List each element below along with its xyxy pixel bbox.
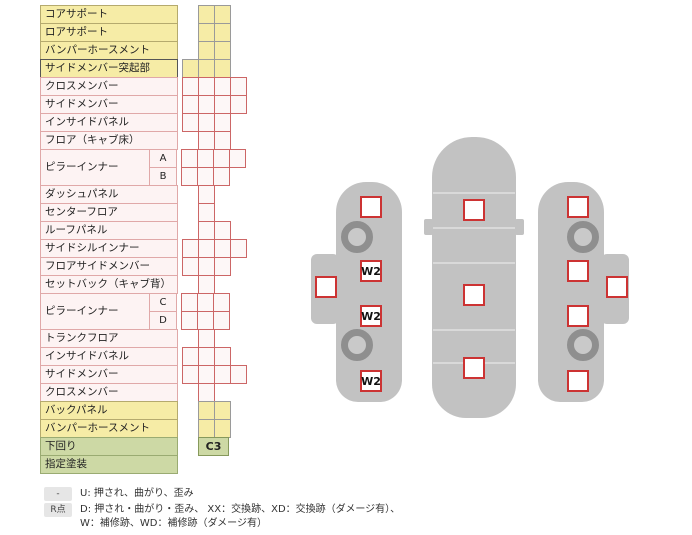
damage-cells <box>181 293 230 312</box>
legend: -U: 押され、曲がり、歪み R点 D: 押され・曲がり・歪み、 XX：交換跡、XD… <box>44 487 412 532</box>
damage-cells <box>182 365 247 384</box>
damage-cells <box>181 311 230 330</box>
damage-cells <box>182 23 231 42</box>
part-label: サイドメンバー <box>40 365 178 384</box>
car-right-side-view <box>538 182 604 402</box>
car-top-section-line <box>433 227 515 229</box>
table-row: ルーフパネル <box>40 221 247 240</box>
check-marker[interactable] <box>360 196 382 218</box>
table-row: ダッシュパネル <box>40 185 247 204</box>
check-marker[interactable] <box>567 305 589 327</box>
damage-cells <box>182 221 231 240</box>
part-label: ダッシュパネル <box>40 185 178 204</box>
car-mirror-left-icon <box>424 219 433 235</box>
table-row: インサイドバネル <box>40 347 247 366</box>
table-row: クロスメンバー <box>40 77 247 96</box>
repair-marker[interactable]: W2 <box>360 305 382 327</box>
part-label: インサイドパネル <box>40 113 178 132</box>
check-marker[interactable] <box>463 284 485 306</box>
part-label: 指定塗装 <box>40 455 178 474</box>
part-label: バンパーホースメント <box>40 41 178 60</box>
car-top-section-line <box>433 329 515 331</box>
table-row: インサイドパネル <box>40 113 247 132</box>
damage-cells <box>182 77 247 96</box>
car-mirror-right-icon <box>515 219 524 235</box>
repair-marker[interactable]: W2 <box>360 370 382 392</box>
car-left-side-view <box>336 182 402 402</box>
pillar-sub-label: B <box>149 167 177 186</box>
check-marker[interactable] <box>463 199 485 221</box>
legend-item: R点 D: 押され・曲がり・歪み、 XX：交換跡、XD：交換跡（ダメージ有）、W：… <box>44 503 412 530</box>
damage-cell[interactable] <box>229 149 246 168</box>
check-marker[interactable] <box>315 276 337 298</box>
legend-text: U: 押され、曲がり、歪み <box>80 488 194 499</box>
pillar-sub-row: A <box>149 149 246 168</box>
table-row: コアサポート <box>40 5 247 24</box>
damage-cell[interactable] <box>230 365 247 384</box>
damage-cell[interactable] <box>214 257 231 276</box>
table-row: フロア（キャブ床） <box>40 131 247 150</box>
damage-cells <box>182 239 247 258</box>
damage-cells <box>182 347 231 366</box>
part-label: ルーフパネル <box>40 221 178 240</box>
damage-cell[interactable] <box>230 95 247 114</box>
check-marker[interactable] <box>463 357 485 379</box>
wheel-icon <box>341 329 373 361</box>
damage-cell[interactable] <box>230 239 247 258</box>
legend-item: -U: 押され、曲がり、歪み <box>44 487 412 501</box>
wheel-icon <box>341 221 373 253</box>
check-marker[interactable] <box>567 196 589 218</box>
check-marker[interactable] <box>567 370 589 392</box>
car-top-section-line <box>433 262 515 264</box>
wheel-icon <box>567 221 599 253</box>
damage-cells <box>181 167 230 186</box>
damage-cells: C3 <box>182 437 229 456</box>
repair-marker[interactable]: W2 <box>360 260 382 282</box>
damage-cells <box>182 419 231 438</box>
legend-text: D: 押され・曲がり・歪み、 XX：交換跡、XD：交換跡（ダメージ有）、W：補修… <box>80 504 401 529</box>
damage-cells <box>182 41 231 60</box>
part-label: ピラーインナー <box>40 149 150 186</box>
table-row: サイドメンバー突起部 <box>40 59 247 78</box>
damage-cell[interactable] <box>213 311 230 330</box>
part-label: フロア（キャブ床） <box>40 131 178 150</box>
legend-key: - <box>44 487 72 501</box>
legend-key: R点 <box>44 503 72 517</box>
damage-cells <box>181 149 246 168</box>
part-label: サイドメンバー突起部 <box>40 59 178 78</box>
check-marker[interactable] <box>606 276 628 298</box>
pillar-sub-row: D <box>149 311 230 330</box>
car-top-section-line <box>433 192 515 194</box>
table-row: 指定塗装 <box>40 455 247 474</box>
table-row: サイドメンバー <box>40 365 247 384</box>
damage-cell[interactable]: C3 <box>198 437 229 456</box>
wheel-icon <box>567 329 599 361</box>
pillar-sub-row: C <box>149 293 230 312</box>
table-row: ロアサポート <box>40 23 247 42</box>
parts-table: コアサポートロアサポートバンパーホースメントサイドメンバー突起部クロスメンバーサ… <box>40 5 247 474</box>
pillar-sub-row: B <box>149 167 246 186</box>
table-row: バンパーホースメント <box>40 41 247 60</box>
damage-cells <box>182 59 231 78</box>
check-marker[interactable] <box>567 260 589 282</box>
damage-cell[interactable] <box>213 167 230 186</box>
damage-cells <box>182 113 231 132</box>
